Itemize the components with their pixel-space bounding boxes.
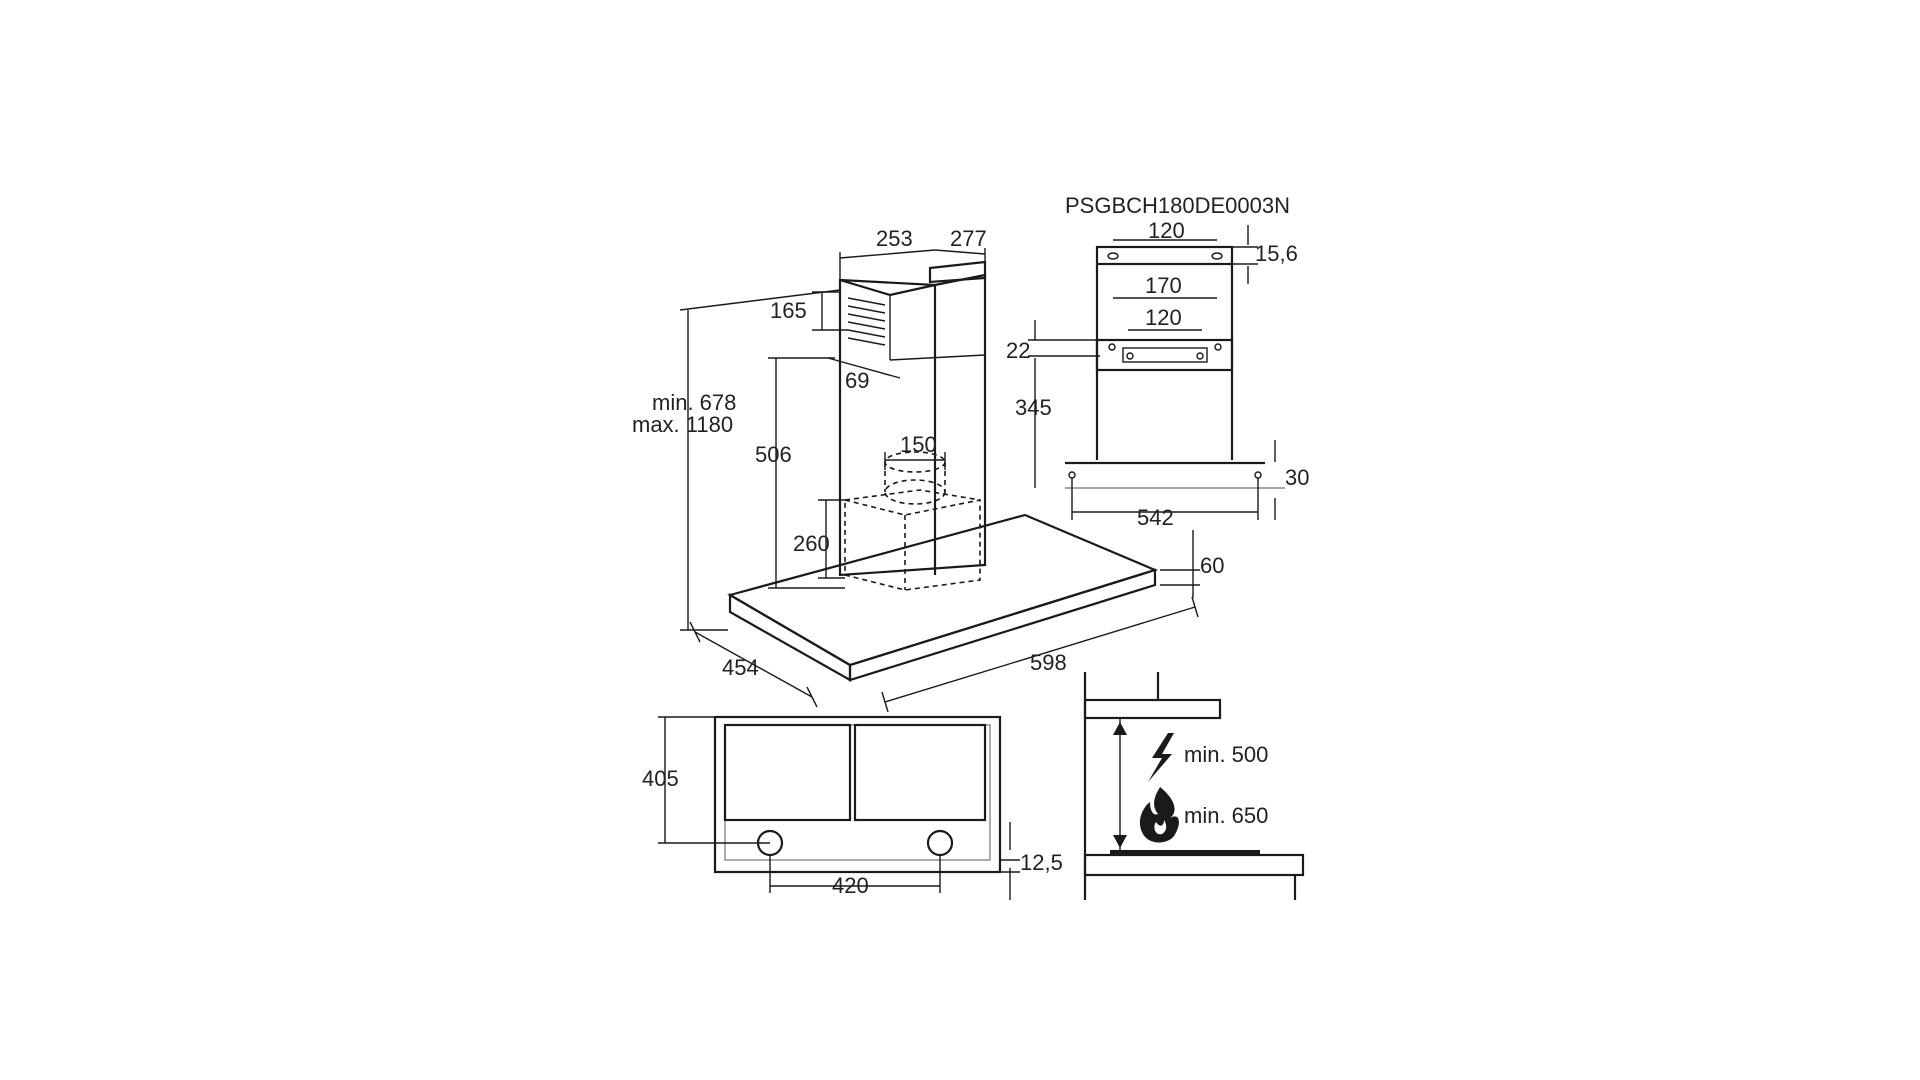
hood-dimensions: 253 277 165 69 min. 678 max. 1180 506 15… <box>632 226 1224 713</box>
filter-right <box>853 723 987 822</box>
chimney <box>838 273 987 577</box>
dim-edge-offset: 12,5 <box>1020 850 1063 875</box>
clearance-view: min. 500 min. 650 <box>1083 672 1305 900</box>
dim-canopy-depth: 454 <box>722 655 759 680</box>
dim-bottom-depth: 405 <box>642 766 679 791</box>
clearance-gas-label: min. 650 <box>1184 803 1268 828</box>
filter-left <box>723 723 852 822</box>
dim-hole-offset: 22 <box>1006 338 1030 363</box>
canopy-side <box>848 568 1157 682</box>
mount-plate <box>1095 338 1234 372</box>
hood-isometric-view <box>727 260 1159 682</box>
hood-side-silhouette <box>1083 698 1222 720</box>
dim-inner-height: 506 <box>755 442 792 467</box>
top-bracket <box>1095 245 1234 266</box>
dim-top-hole-spacing: 120 <box>1148 218 1185 243</box>
dim-top-offset: 15,6 <box>1255 241 1298 266</box>
dim-canopy-thickness: 60 <box>1200 553 1224 578</box>
dim-chimney-width: 253 <box>876 226 913 251</box>
dim-vent-height: 165 <box>770 298 807 323</box>
chimney-cap <box>928 260 987 284</box>
dim-light-spacing: 420 <box>832 873 869 898</box>
vent-grille <box>847 297 886 346</box>
dim-motor-height: 260 <box>793 531 830 556</box>
dim-canopy-width: 598 <box>1030 650 1067 675</box>
dim-bracket-width: 170 <box>1145 273 1182 298</box>
model-code: PSGBCH180DE0003N <box>1065 193 1290 218</box>
flame-icon <box>1139 787 1179 843</box>
dim-chimney-depth: 277 <box>950 226 987 251</box>
light-right <box>926 829 954 857</box>
clearance-electric-label: min. 500 <box>1184 742 1268 767</box>
bottom-outline <box>713 715 1002 874</box>
dim-bracket-height: 345 <box>1015 395 1052 420</box>
dim-bottom-hole-offset: 30 <box>1285 465 1309 490</box>
dim-height-min: min. 678 <box>652 390 736 415</box>
dim-bottom-hole-spacing: 542 <box>1137 505 1174 530</box>
lightning-icon <box>1148 733 1174 782</box>
cooktop <box>1083 853 1305 877</box>
dim-height-max: max. 1180 <box>632 412 733 437</box>
dim-inner-hole-spacing: 120 <box>1145 305 1182 330</box>
hood-bottom-view: 405 420 12,5 <box>642 715 1063 900</box>
dim-duct-diameter: 150 <box>900 432 937 457</box>
motor-box <box>844 498 981 591</box>
dim-vent-offset: 69 <box>845 368 869 393</box>
bracket-view: PSGBCH180DE0003N 120 15,6 170 120 22 345 <box>1006 193 1309 530</box>
